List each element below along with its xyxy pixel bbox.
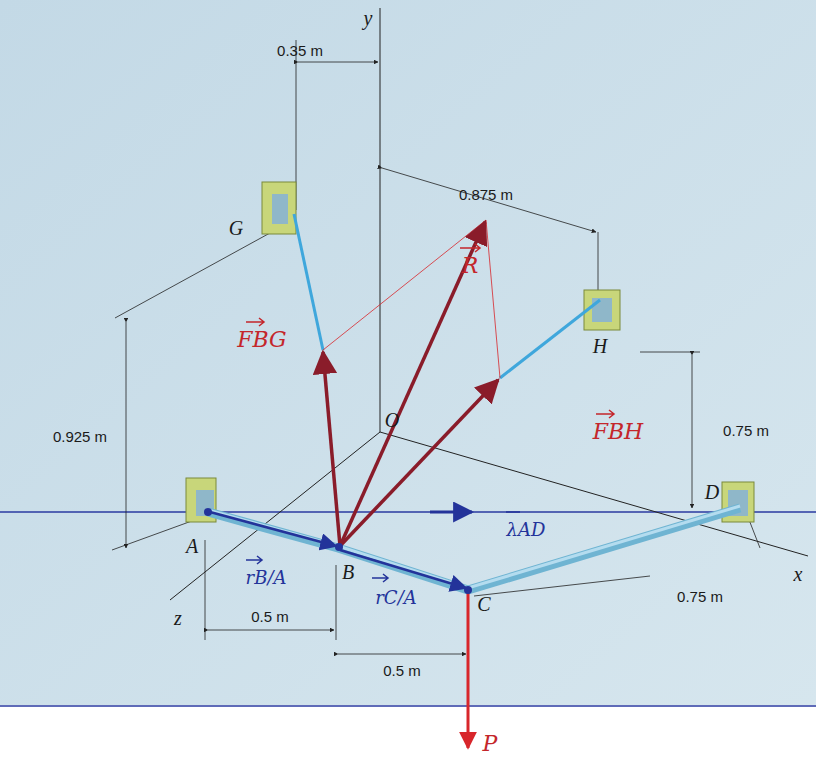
vector-label: rC/A <box>375 589 416 607</box>
point-label: D <box>705 482 719 502</box>
vector-label: FBH <box>593 421 644 443</box>
dimension: 0.925 m <box>53 429 107 444</box>
point-label: O <box>385 410 399 430</box>
vector-label: FBG <box>237 329 286 351</box>
dimension: 0.5 m <box>383 663 421 678</box>
point-label: B <box>342 562 354 582</box>
axis-label: z <box>174 608 182 628</box>
dimension: 0.35 m <box>277 43 323 58</box>
axis-label: x <box>794 564 803 584</box>
point-label: C <box>477 594 490 614</box>
point-label: A <box>186 536 198 556</box>
dimension: 0.875 m <box>459 187 513 202</box>
vector-label: rB/A <box>246 569 287 587</box>
dimension: 0.75 m <box>677 589 723 604</box>
vector-label: λAD <box>507 521 546 539</box>
load-label: P <box>483 733 498 755</box>
point-label: G <box>229 218 243 238</box>
axis-label: y <box>364 8 373 28</box>
vector-label: R <box>462 255 479 277</box>
point-label: H <box>593 336 607 356</box>
dimension: 0.75 m <box>723 423 769 438</box>
dimension: 0.5 m <box>251 609 289 624</box>
